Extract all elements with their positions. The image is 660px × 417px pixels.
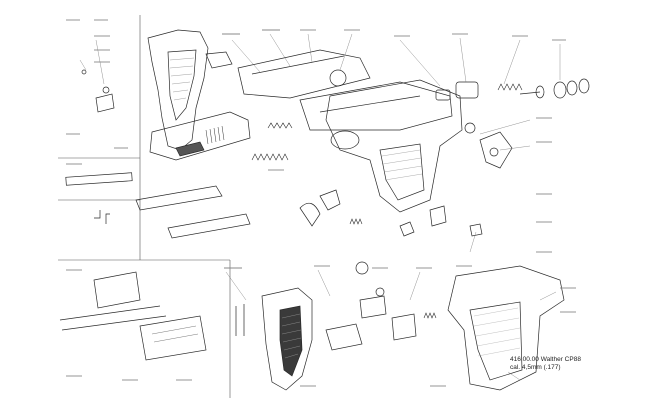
barrel-assembly (237, 49, 453, 131)
slide (149, 111, 251, 161)
grip-frame (447, 265, 565, 391)
small-parts (65, 51, 483, 297)
leader-lines (79, 33, 561, 381)
right-grip-panel (261, 287, 313, 391)
springs (251, 83, 523, 319)
model-code: 416.00.00 Walther CP88 (510, 356, 581, 363)
caliber-label: cal. 4,5mm (.177) (510, 364, 561, 371)
valve-parts (435, 78, 590, 101)
left-grip-panel (147, 29, 209, 151)
lower-small-parts (235, 295, 417, 351)
hammer-trigger-parts (299, 69, 513, 227)
main-frame (325, 79, 463, 213)
inset-frames (58, 15, 231, 398)
model-caption: 416.00.00 Walther CP88 cal. 4,5mm (.177) (510, 356, 581, 372)
lower-inset-parts (59, 271, 207, 361)
part-label-marks (66, 19, 576, 387)
